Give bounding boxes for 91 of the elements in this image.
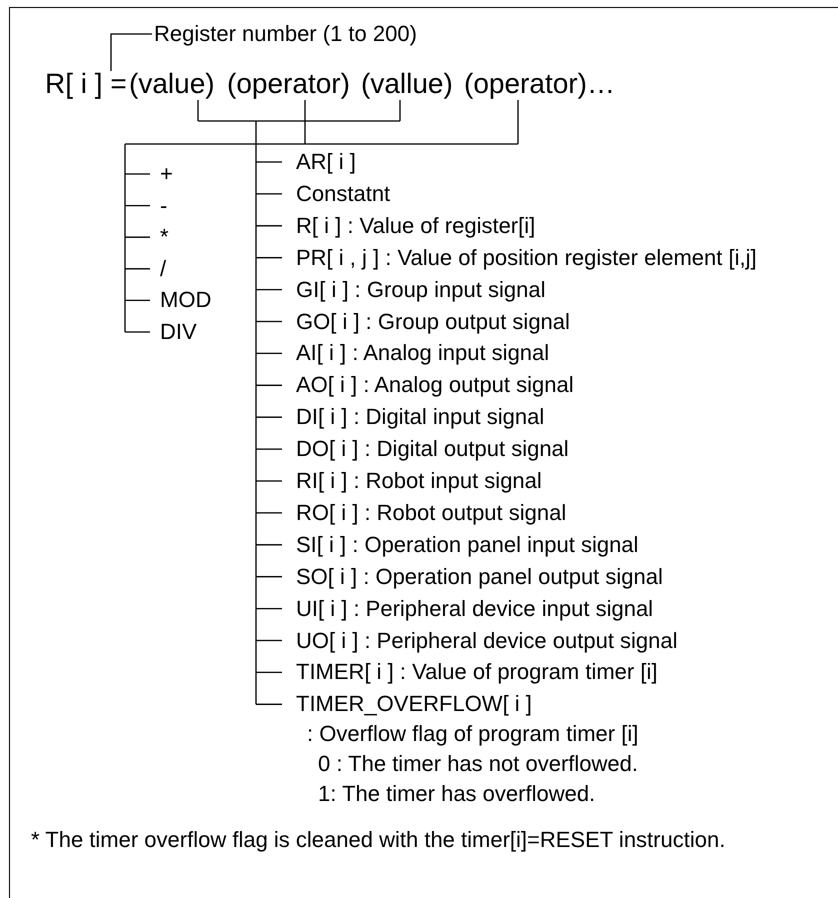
option-description: 0 : The timer has not overflowed. <box>318 750 638 778</box>
formula-term: (operator)… <box>464 69 615 99</box>
bracket-line <box>256 225 282 226</box>
option-description: : Overflow flag of program timer [i] <box>307 720 638 748</box>
operator-option: * <box>160 222 169 252</box>
value-option: AR[ i ] <box>296 147 356 177</box>
value-option: RI[ i ] : Robot input signal <box>296 466 542 496</box>
bracket-line <box>255 194 257 226</box>
bracket-line <box>197 100 199 121</box>
value-option: TIMER_OVERFLOW[ i ] <box>296 689 638 720</box>
bracket-line <box>125 331 150 333</box>
value-option: SO[ i ] : Operation panel output signal <box>296 562 663 592</box>
value-option: AI[ i ] : Analog input signal <box>296 338 550 368</box>
bracket-line <box>124 300 126 332</box>
bracket-line <box>517 100 519 144</box>
bracket-line <box>255 481 257 513</box>
bracket-line <box>399 100 401 121</box>
bracket-line <box>255 290 257 322</box>
value-option: PR[ i , j ] : Value of position register element [i,j] <box>296 242 757 273</box>
bracket-line <box>256 448 282 450</box>
bracket-line <box>256 257 282 258</box>
option-description: 1: The timer has overflowed. <box>318 780 596 808</box>
value-option: DO[ i ] : Digital output signal <box>296 434 569 464</box>
value-option: Constatnt <box>296 178 390 209</box>
value-option: GO[ i ] : Group output signal <box>296 306 570 336</box>
value-option: UO[ i ] : Peripheral device output signal <box>296 626 678 656</box>
bracket-line <box>124 206 126 238</box>
bracket-line <box>256 672 282 674</box>
bracket-line <box>256 288 282 290</box>
formula-term: R[ i ] = <box>45 69 127 99</box>
bracket-line <box>256 480 282 482</box>
bracket-line <box>124 237 126 269</box>
bracket-line <box>256 608 282 610</box>
value-option: AO[ i ] : Analog output signal <box>296 370 574 400</box>
bracket-line <box>255 162 257 194</box>
value-option: GI[ i ] : Group input signal <box>296 274 546 305</box>
footnote: * The timer overflow flag is cleaned with the timer[i]=RESET instruction. <box>31 826 726 854</box>
bracket-line <box>255 512 257 545</box>
bracket-line <box>255 608 257 640</box>
bracket-line <box>256 416 282 418</box>
bracket-line <box>255 385 257 418</box>
bracket-line <box>124 268 126 300</box>
value-option: SI[ i ] : Operation panel input signal <box>296 530 638 560</box>
bracket-line <box>125 143 305 145</box>
bracket-line <box>256 640 282 642</box>
leader-label: Register number (1 to 200) <box>154 19 417 49</box>
bracket-line <box>125 204 150 206</box>
bracket-line <box>125 173 150 175</box>
bracket-line <box>255 576 257 609</box>
value-option: R[ i ] : Value of register[i] <box>296 210 536 241</box>
bracket-line <box>255 121 257 162</box>
bracket-line <box>198 120 256 122</box>
bracket-line <box>256 120 400 122</box>
bracket-line <box>256 704 282 705</box>
bracket-line <box>256 320 282 322</box>
bracket-line <box>256 576 282 578</box>
bracket-line <box>255 417 257 450</box>
bracket-line <box>256 544 282 546</box>
bracket-line <box>125 300 150 302</box>
value-option: DI[ i ] : Digital input signal <box>296 402 544 432</box>
bracket-line <box>125 268 150 270</box>
operator-option: + <box>160 159 173 189</box>
bracket-line <box>304 100 306 144</box>
bracket-line <box>256 512 282 514</box>
bracket-line <box>125 236 150 238</box>
value-option: RO[ i ] : Robot output signal <box>296 498 566 528</box>
operator-option: - <box>160 190 168 221</box>
bracket-line <box>256 352 282 354</box>
operator-option: DIV <box>160 317 197 347</box>
value-option: TIMER[ i ] : Value of program timer [i] <box>296 657 658 688</box>
bracket-line <box>256 384 282 386</box>
bracket-line <box>255 322 257 354</box>
bracket-line <box>305 143 518 145</box>
bracket-line <box>124 174 126 206</box>
formula-term: (vallue) <box>361 69 453 99</box>
leader-line <box>110 33 152 71</box>
operator-option: MOD <box>160 285 212 316</box>
formula-term: (value) <box>129 69 215 99</box>
operator-option: / <box>160 254 166 284</box>
bracket-line <box>255 672 257 704</box>
bracket-line <box>255 544 257 577</box>
bracket-line <box>255 226 257 258</box>
bracket-line <box>256 161 282 163</box>
bracket-line <box>255 640 257 672</box>
bracket-line <box>255 258 257 290</box>
formula-term: (operator) <box>227 69 350 99</box>
bracket-line <box>124 144 126 174</box>
bracket-line <box>255 449 257 481</box>
bracket-line <box>255 353 257 386</box>
value-option: UI[ i ] : Peripheral device input signal <box>296 594 654 624</box>
bracket-line <box>256 193 282 195</box>
